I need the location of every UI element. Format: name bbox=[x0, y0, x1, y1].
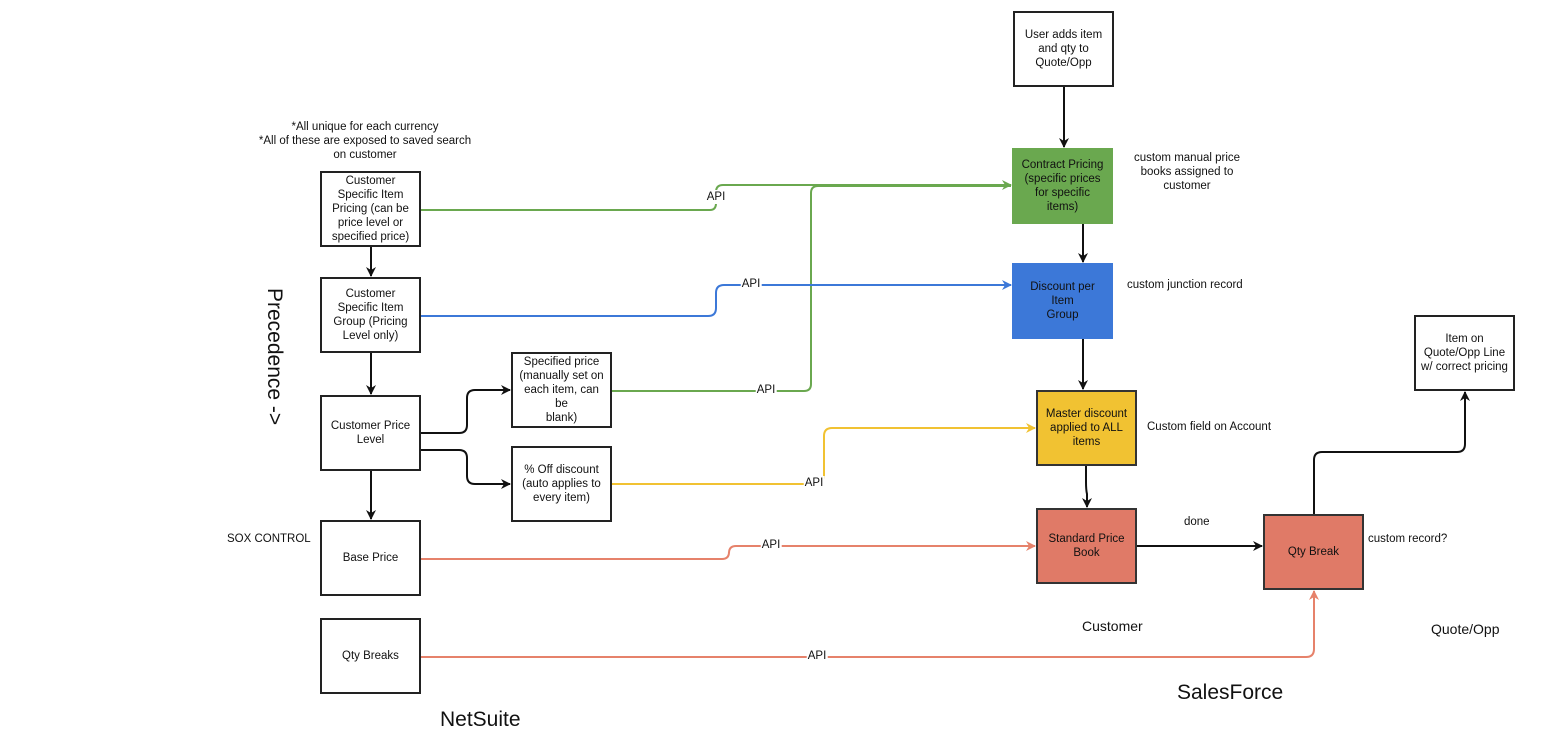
quote-opp-section-label: Quote/Opp bbox=[1431, 621, 1500, 637]
api-base-to-standard bbox=[421, 541, 1036, 560]
node-pct-off-discount: % Off discount (auto applies to every it… bbox=[511, 446, 612, 522]
node-contract-pricing: Contract Pricing (specific prices for sp… bbox=[1012, 148, 1113, 224]
precedence-label: Precedence -> bbox=[263, 288, 286, 426]
node-master-discount: Master discount applied to ALL items bbox=[1036, 390, 1137, 466]
arrow-master-to-standard bbox=[1082, 466, 1092, 508]
api-qtybreaks-to-qtybreak bbox=[421, 590, 1319, 658]
node-base-price: Base Price bbox=[320, 520, 421, 596]
node-qty-breaks: Qty Breaks bbox=[320, 618, 421, 694]
node-item-on-quote-line: Item on Quote/Opp Line w/ correct pricin… bbox=[1414, 315, 1515, 391]
customer-section-label: Customer bbox=[1082, 618, 1143, 634]
node-customer-specific-item-group: Customer Specific Item Group (Pricing Le… bbox=[320, 277, 421, 353]
api-csig-to-discount-group bbox=[421, 280, 1012, 317]
arrow-cpl-to-pctoff bbox=[421, 449, 511, 489]
arrow-cpl-to-specified bbox=[421, 385, 511, 434]
annotation-discount-per-item-group: custom junction record bbox=[1127, 279, 1243, 291]
api-label-qtybreaks: API bbox=[806, 649, 828, 663]
annotation-master-discount: Custom field on Account bbox=[1147, 421, 1272, 433]
node-specified-price: Specified price (manually set on each it… bbox=[511, 352, 612, 428]
api-label-specified: API bbox=[755, 383, 777, 397]
api-label-pctoff: API bbox=[803, 476, 825, 490]
node-customer-specific-item-pricing: Customer Specific Item Pricing (can be p… bbox=[320, 171, 421, 247]
netsuite-section-label: NetSuite bbox=[440, 708, 521, 731]
node-user-adds-item: User adds item and qty to Quote/Opp bbox=[1013, 11, 1114, 87]
salesforce-section-label: SalesForce bbox=[1177, 681, 1284, 704]
arrow-qtybreak-to-item bbox=[1313, 391, 1470, 514]
annotation-contract-pricing: custom manual price books assigned to cu… bbox=[1133, 152, 1241, 192]
node-qty-break: Qty Break bbox=[1263, 514, 1364, 590]
currency-note: *All unique for each currency *All of th… bbox=[258, 121, 472, 161]
node-discount-per-item-group: Discount per Item Group bbox=[1012, 263, 1113, 339]
sox-control-label: SOX CONTROL bbox=[227, 533, 311, 545]
api-label-csip: API bbox=[705, 190, 727, 204]
node-customer-price-level: Customer Price Level bbox=[320, 395, 421, 471]
annotation-done: done bbox=[1184, 516, 1210, 528]
annotation-qty-break: custom record? bbox=[1368, 533, 1448, 545]
api-specified-to-contract bbox=[612, 185, 1011, 392]
api-label-base: API bbox=[760, 538, 782, 552]
api-label-csig: API bbox=[740, 277, 762, 291]
node-standard-price-book: Standard Price Book bbox=[1036, 508, 1137, 584]
